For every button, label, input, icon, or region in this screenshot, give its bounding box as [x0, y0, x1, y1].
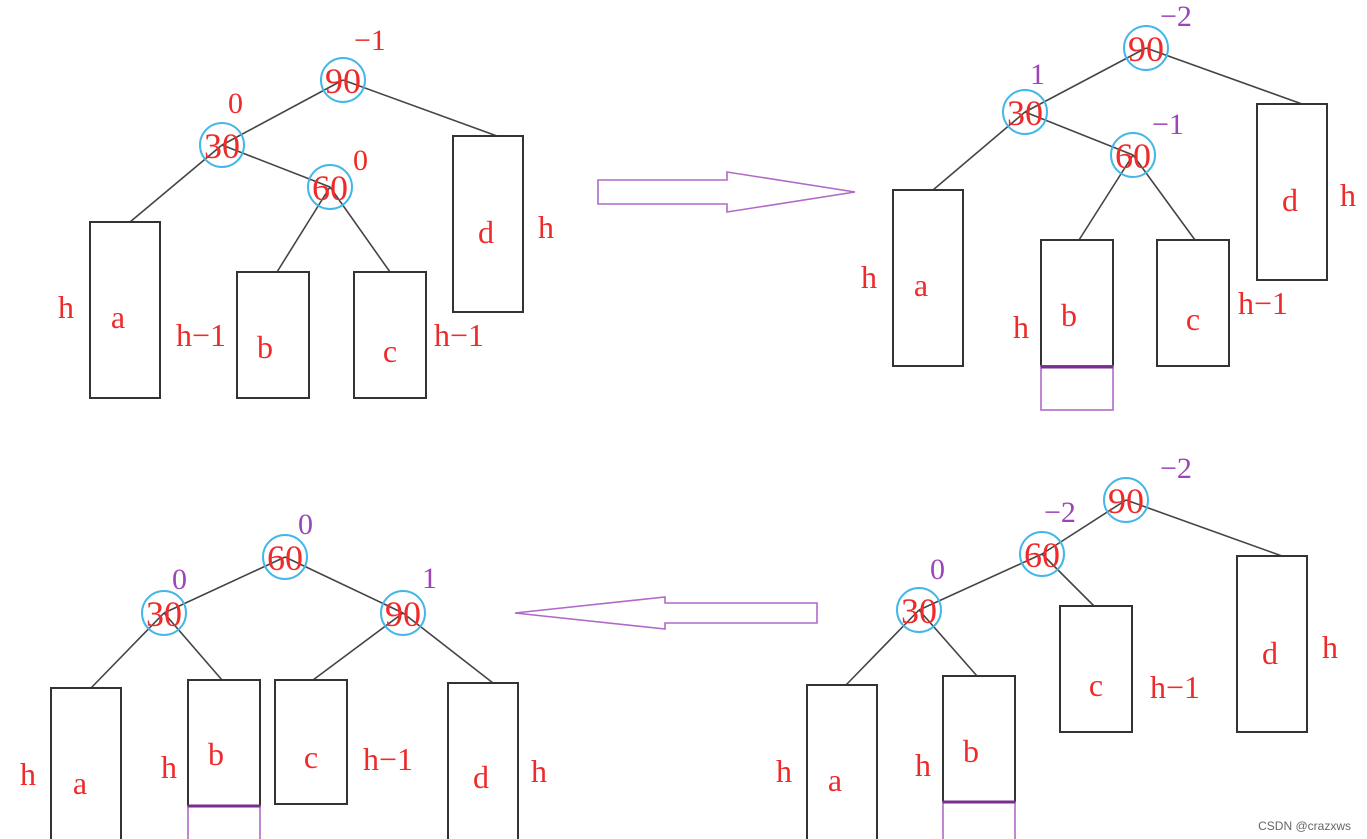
watermark: CSDN @crazxws — [1258, 819, 1351, 833]
label-d: d — [1282, 182, 1298, 218]
subtree-a — [89, 221, 161, 399]
node-90: 90 — [1128, 29, 1164, 69]
height-a-left: h — [58, 289, 74, 325]
bf-60: −1 — [1152, 108, 1184, 141]
node-30-ring — [199, 122, 245, 168]
subtree-a — [50, 687, 122, 839]
label-c: c — [1089, 667, 1103, 703]
subtree-c — [1156, 239, 1230, 367]
bf-90: −1 — [354, 24, 386, 57]
node-90-ring — [320, 57, 366, 103]
height-a-left: h — [20, 756, 36, 792]
node-90-ring — [1123, 25, 1169, 71]
height-b-left: h — [1013, 309, 1029, 345]
subtree-b — [236, 271, 310, 399]
subtree-c — [1059, 605, 1133, 733]
node-90: 90 — [1108, 481, 1144, 521]
bf-90: 1 — [422, 562, 437, 595]
bf-60: −2 — [1044, 496, 1076, 529]
node-60-ring — [262, 534, 308, 580]
subtree-a — [892, 189, 964, 367]
subtree-d — [1236, 555, 1308, 733]
label-d: d — [1262, 635, 1278, 671]
subtree-b — [942, 675, 1016, 803]
label-a: a — [828, 762, 842, 798]
label-b: b — [963, 733, 979, 769]
diagram-2-after-insert: 90 30 60 −2 1 −1 a b c d h h h−1 h — [861, 0, 1356, 411]
height-d-right: h — [1322, 629, 1338, 665]
diagram-4-after-right-rotation: 60 30 90 0 0 1 a b c d h h h−1 h — [20, 508, 547, 839]
arrow-left — [514, 596, 818, 630]
diagram-1-initial-tree: 90 30 60 −1 0 0 a b c d h h−1 h−1 h — [58, 24, 554, 399]
label-a: a — [914, 267, 928, 303]
label-b: b — [1061, 297, 1077, 333]
node-60: 60 — [312, 168, 348, 208]
height-c-right: h−1 — [363, 741, 413, 777]
node-30-ring — [896, 587, 942, 633]
node-90-ring — [380, 590, 426, 636]
subtree-d — [1256, 103, 1328, 281]
bf-30: 0 — [172, 563, 187, 596]
subtree-b — [1040, 239, 1114, 367]
bf-30: 0 — [930, 553, 945, 586]
node-60: 60 — [267, 538, 303, 578]
height-d-right: h — [531, 753, 547, 789]
label-a: a — [73, 765, 87, 801]
inserted-level-b — [942, 801, 1016, 839]
node-30: 30 — [146, 594, 182, 634]
subtree-d — [452, 135, 524, 313]
height-a-left: h — [776, 753, 792, 789]
height-b-left: h — [161, 749, 177, 785]
bf-30: 0 — [228, 87, 243, 120]
label-b: b — [208, 736, 224, 772]
bf-60: 0 — [298, 508, 313, 541]
height-c-right: h−1 — [1150, 669, 1200, 705]
node-30: 30 — [204, 126, 240, 166]
bf-90: −2 — [1160, 452, 1192, 485]
diagram-3-after-left-rotation: 90 60 30 −2 −2 0 a b c d h h h−1 h — [776, 452, 1338, 839]
subtree-d — [447, 682, 519, 839]
label-c: c — [383, 333, 397, 369]
node-30: 30 — [901, 591, 937, 631]
node-30: 30 — [1007, 93, 1043, 133]
label-d: d — [473, 759, 489, 795]
height-d-right: h — [1340, 177, 1356, 213]
arrow-right — [597, 171, 856, 213]
node-90: 90 — [385, 594, 421, 634]
label-c: c — [1186, 301, 1200, 337]
label-b: b — [257, 329, 273, 365]
subtree-c — [274, 679, 348, 805]
node-30-ring — [1002, 89, 1048, 135]
height-d-right: h — [538, 209, 554, 245]
node-60-ring — [307, 164, 353, 210]
node-60: 60 — [1024, 535, 1060, 575]
height-c-right: h−1 — [434, 317, 484, 353]
height-a-left: h — [861, 259, 877, 295]
node-30-ring — [141, 590, 187, 636]
bf-60: 0 — [353, 144, 368, 177]
label-a: a — [111, 299, 125, 335]
height-b-left: h — [915, 747, 931, 783]
label-c: c — [304, 739, 318, 775]
label-d: d — [478, 214, 494, 250]
node-90: 90 — [325, 61, 361, 101]
height-a-right: h−1 — [176, 317, 226, 353]
node-60: 60 — [1115, 136, 1151, 176]
subtree-c — [353, 271, 427, 399]
inserted-level-b — [187, 805, 261, 839]
node-60-ring — [1110, 132, 1156, 178]
bf-90: −2 — [1160, 0, 1192, 33]
inserted-level-b — [1040, 365, 1114, 411]
subtree-b — [187, 679, 261, 807]
subtree-a — [806, 684, 878, 839]
height-c-right: h−1 — [1238, 285, 1288, 321]
node-60-ring — [1019, 531, 1065, 577]
bf-30: 1 — [1030, 58, 1045, 91]
node-90-ring — [1103, 477, 1149, 523]
